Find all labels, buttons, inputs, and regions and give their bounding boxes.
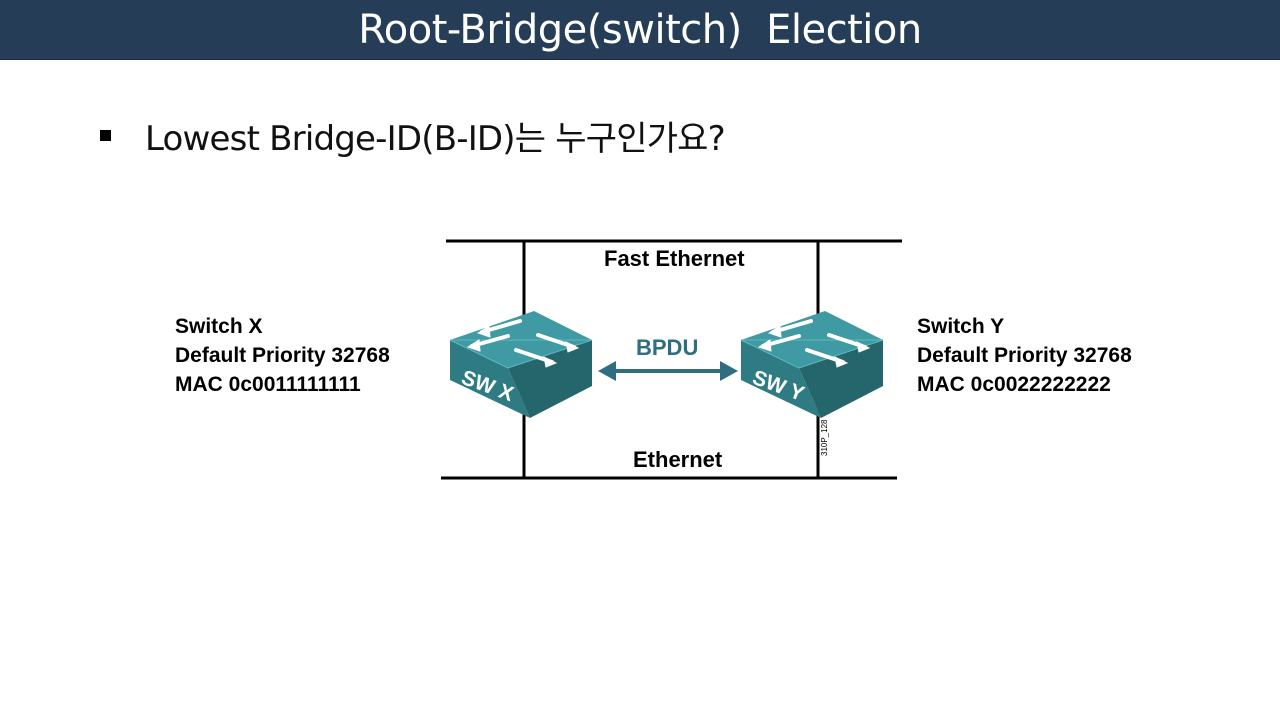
- switch-x-mac: MAC 0c0011111111: [175, 373, 361, 396]
- switch-y-info: Switch Y Default Priority 32768 MAC 0c00…: [917, 312, 1132, 399]
- ethernet-label: Ethernet: [633, 447, 723, 472]
- bullet-text: Lowest Bridge-ID(B-ID)는 누구인가요?: [145, 118, 726, 159]
- bullet-square-icon: [100, 129, 111, 141]
- bullet-item: Lowest Bridge-ID(B-ID)는 누구인가요?: [100, 110, 726, 160]
- switch-x-icon: SW X: [449, 311, 593, 418]
- figure-code: 310P_128: [820, 419, 829, 456]
- title-bar: Root-Bridge(switch) Election: [0, 0, 1280, 60]
- fast-ethernet-label: Fast Ethernet: [604, 246, 745, 271]
- switch-x-priority: Default Priority 32768: [175, 344, 390, 367]
- switch-y-mac: MAC 0c0022222222: [917, 373, 1111, 396]
- slide-title: Root-Bridge(switch) Election: [358, 6, 922, 53]
- switch-y-priority: Default Priority 32768: [917, 344, 1132, 367]
- switch-y-name: Switch Y: [917, 315, 1005, 338]
- switch-x-name: Switch X: [175, 315, 263, 338]
- bpdu-label: BPDU: [636, 335, 699, 360]
- switch-x-info: Switch X Default Priority 32768 MAC 0c00…: [175, 312, 390, 399]
- switch-y-icon: SW Y: [740, 311, 884, 418]
- bpdu-arrow-icon: [598, 361, 738, 381]
